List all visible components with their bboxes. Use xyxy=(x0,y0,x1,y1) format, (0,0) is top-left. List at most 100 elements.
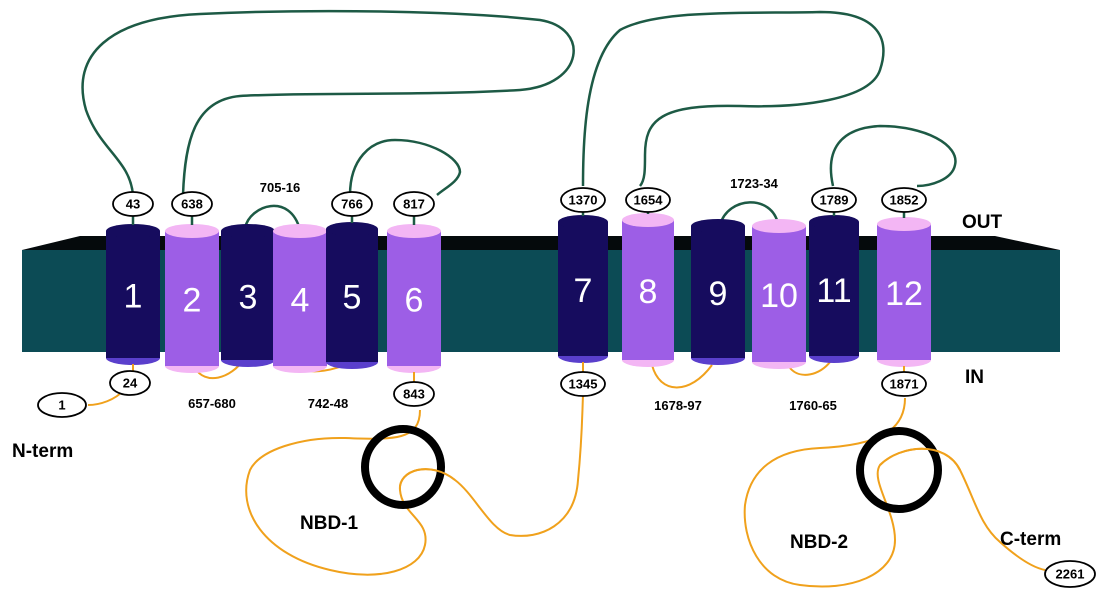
helix-6: 6 xyxy=(387,224,441,373)
n-term-oval: 1 xyxy=(37,392,87,418)
nbd1-ring xyxy=(361,425,445,509)
loop-6-7-path xyxy=(245,394,584,576)
helix-8-top-residue-text: 1654 xyxy=(634,193,664,208)
loop-9-10-range: 1723-34 xyxy=(730,176,778,191)
helix-1-top-residue: 43 xyxy=(112,191,154,217)
helix-12-number: 12 xyxy=(885,275,923,313)
helix-5: 5 xyxy=(326,222,378,369)
helix-10: 10 xyxy=(752,219,806,369)
loop-8-9-range: 1678-97 xyxy=(654,398,702,413)
helix-7-top-residue-text: 1370 xyxy=(569,193,598,208)
helix-9-top xyxy=(691,219,745,233)
helix-1-number: 1 xyxy=(124,278,143,316)
helix-7-top-residue: 1370 xyxy=(560,187,606,213)
helix-5-top-residue: 766 xyxy=(331,191,373,217)
helix-12-body xyxy=(877,224,931,360)
helix-6-top xyxy=(387,224,441,238)
loop-4-5-range: 742-48 xyxy=(308,396,348,411)
helix-4: 4 xyxy=(273,224,327,373)
helix-7-bottom-residue-text: 1345 xyxy=(569,377,598,392)
helix-2-top-residue-text: 638 xyxy=(181,197,203,212)
helix-2-number: 2 xyxy=(183,282,202,320)
loop-6-7-overpass xyxy=(398,468,456,491)
helix-7: 7 xyxy=(558,215,608,363)
helix-6-bottom-residue-text: 843 xyxy=(403,387,425,402)
helix-1-top-residue-text: 43 xyxy=(126,197,140,212)
helix-7-number: 7 xyxy=(574,272,593,310)
c-term-oval: 2261 xyxy=(1044,560,1096,588)
helix-12-bottom-residue-text: 1871 xyxy=(890,377,919,392)
helix-1: 1 xyxy=(106,224,160,365)
n-term-label: N-term xyxy=(12,441,73,462)
helix-5-number: 5 xyxy=(343,279,362,317)
helix-2: 2 xyxy=(165,224,219,373)
loop-9-10-path xyxy=(718,201,780,226)
helix-3-body xyxy=(221,231,275,360)
helix-5-body xyxy=(326,229,378,362)
helix-9-body xyxy=(691,226,745,358)
loop-7-8-path xyxy=(581,10,885,187)
out-label: OUT xyxy=(962,212,1003,233)
helix-3: 3 xyxy=(221,224,275,367)
helix-4-number: 4 xyxy=(291,282,310,320)
nbd2-label: NBD-2 xyxy=(790,532,848,553)
helix-8-top xyxy=(622,213,674,227)
helix-2-body xyxy=(165,231,219,366)
helix-6-top-residue: 817 xyxy=(393,191,435,217)
nbd1-label: NBD-1 xyxy=(300,513,358,534)
helix-11: 11 xyxy=(809,215,859,363)
helix-1-top xyxy=(106,224,160,238)
c-term-label: C-term xyxy=(1000,529,1061,550)
helix-1-body xyxy=(106,231,160,358)
helix-5-top-residue-text: 766 xyxy=(341,197,363,212)
helix-5-top xyxy=(326,222,378,236)
helix-6-bottom-residue: 843 xyxy=(393,381,435,407)
helix-10-number: 10 xyxy=(760,277,798,315)
helix-6-top-residue-text: 817 xyxy=(403,197,425,212)
helix-12: 12 xyxy=(877,217,931,367)
loop-12-overpass xyxy=(879,447,961,471)
helix-6-number: 6 xyxy=(405,282,424,320)
n-term-residue: 1 xyxy=(58,398,65,413)
loop-12-cterm-path xyxy=(743,397,1046,588)
helix-4-body xyxy=(273,231,327,366)
helix-12-top-residue: 1852 xyxy=(881,187,927,213)
helix-9-number: 9 xyxy=(709,275,728,313)
loop-5-6-path xyxy=(348,138,462,196)
loop-11-12-path xyxy=(829,124,957,188)
helix-12-bottom-residue: 1871 xyxy=(881,371,927,397)
helix-7-body xyxy=(558,222,608,356)
helix-12-top xyxy=(877,217,931,231)
helix-11-top xyxy=(809,215,859,229)
helix-8-top-residue: 1654 xyxy=(625,187,671,213)
helix-9: 9 xyxy=(691,219,745,365)
loop-1-2-path xyxy=(81,9,575,196)
helix-7-top xyxy=(558,215,608,229)
helix-3-top xyxy=(221,224,275,238)
loop-2-3-range: 657-680 xyxy=(188,396,236,411)
loop-3-4-range: 705-16 xyxy=(260,180,300,195)
in-label: IN xyxy=(965,367,984,388)
helix-8-body xyxy=(622,220,674,360)
loop-8-9-path xyxy=(651,364,713,389)
helix-8-number: 8 xyxy=(639,273,658,311)
helix-11-top-residue: 1789 xyxy=(811,187,857,213)
nbd2-ring xyxy=(856,427,942,513)
helix-2-top xyxy=(165,224,219,238)
helix-7-bottom-residue: 1345 xyxy=(560,371,606,397)
extracellular-loops xyxy=(81,9,957,231)
c-term-residue: 2261 xyxy=(1056,567,1085,582)
helix-3-number: 3 xyxy=(239,279,258,317)
loop-10-11-path xyxy=(789,361,831,376)
helix-4-top xyxy=(273,224,327,238)
helix-6-body xyxy=(387,231,441,366)
helix-2-top-residue: 638 xyxy=(171,191,213,217)
loop-10-11-range: 1760-65 xyxy=(789,398,837,413)
loop-3-4-path xyxy=(243,204,302,231)
helix-11-body xyxy=(809,222,859,356)
helix-10-top xyxy=(752,219,806,233)
